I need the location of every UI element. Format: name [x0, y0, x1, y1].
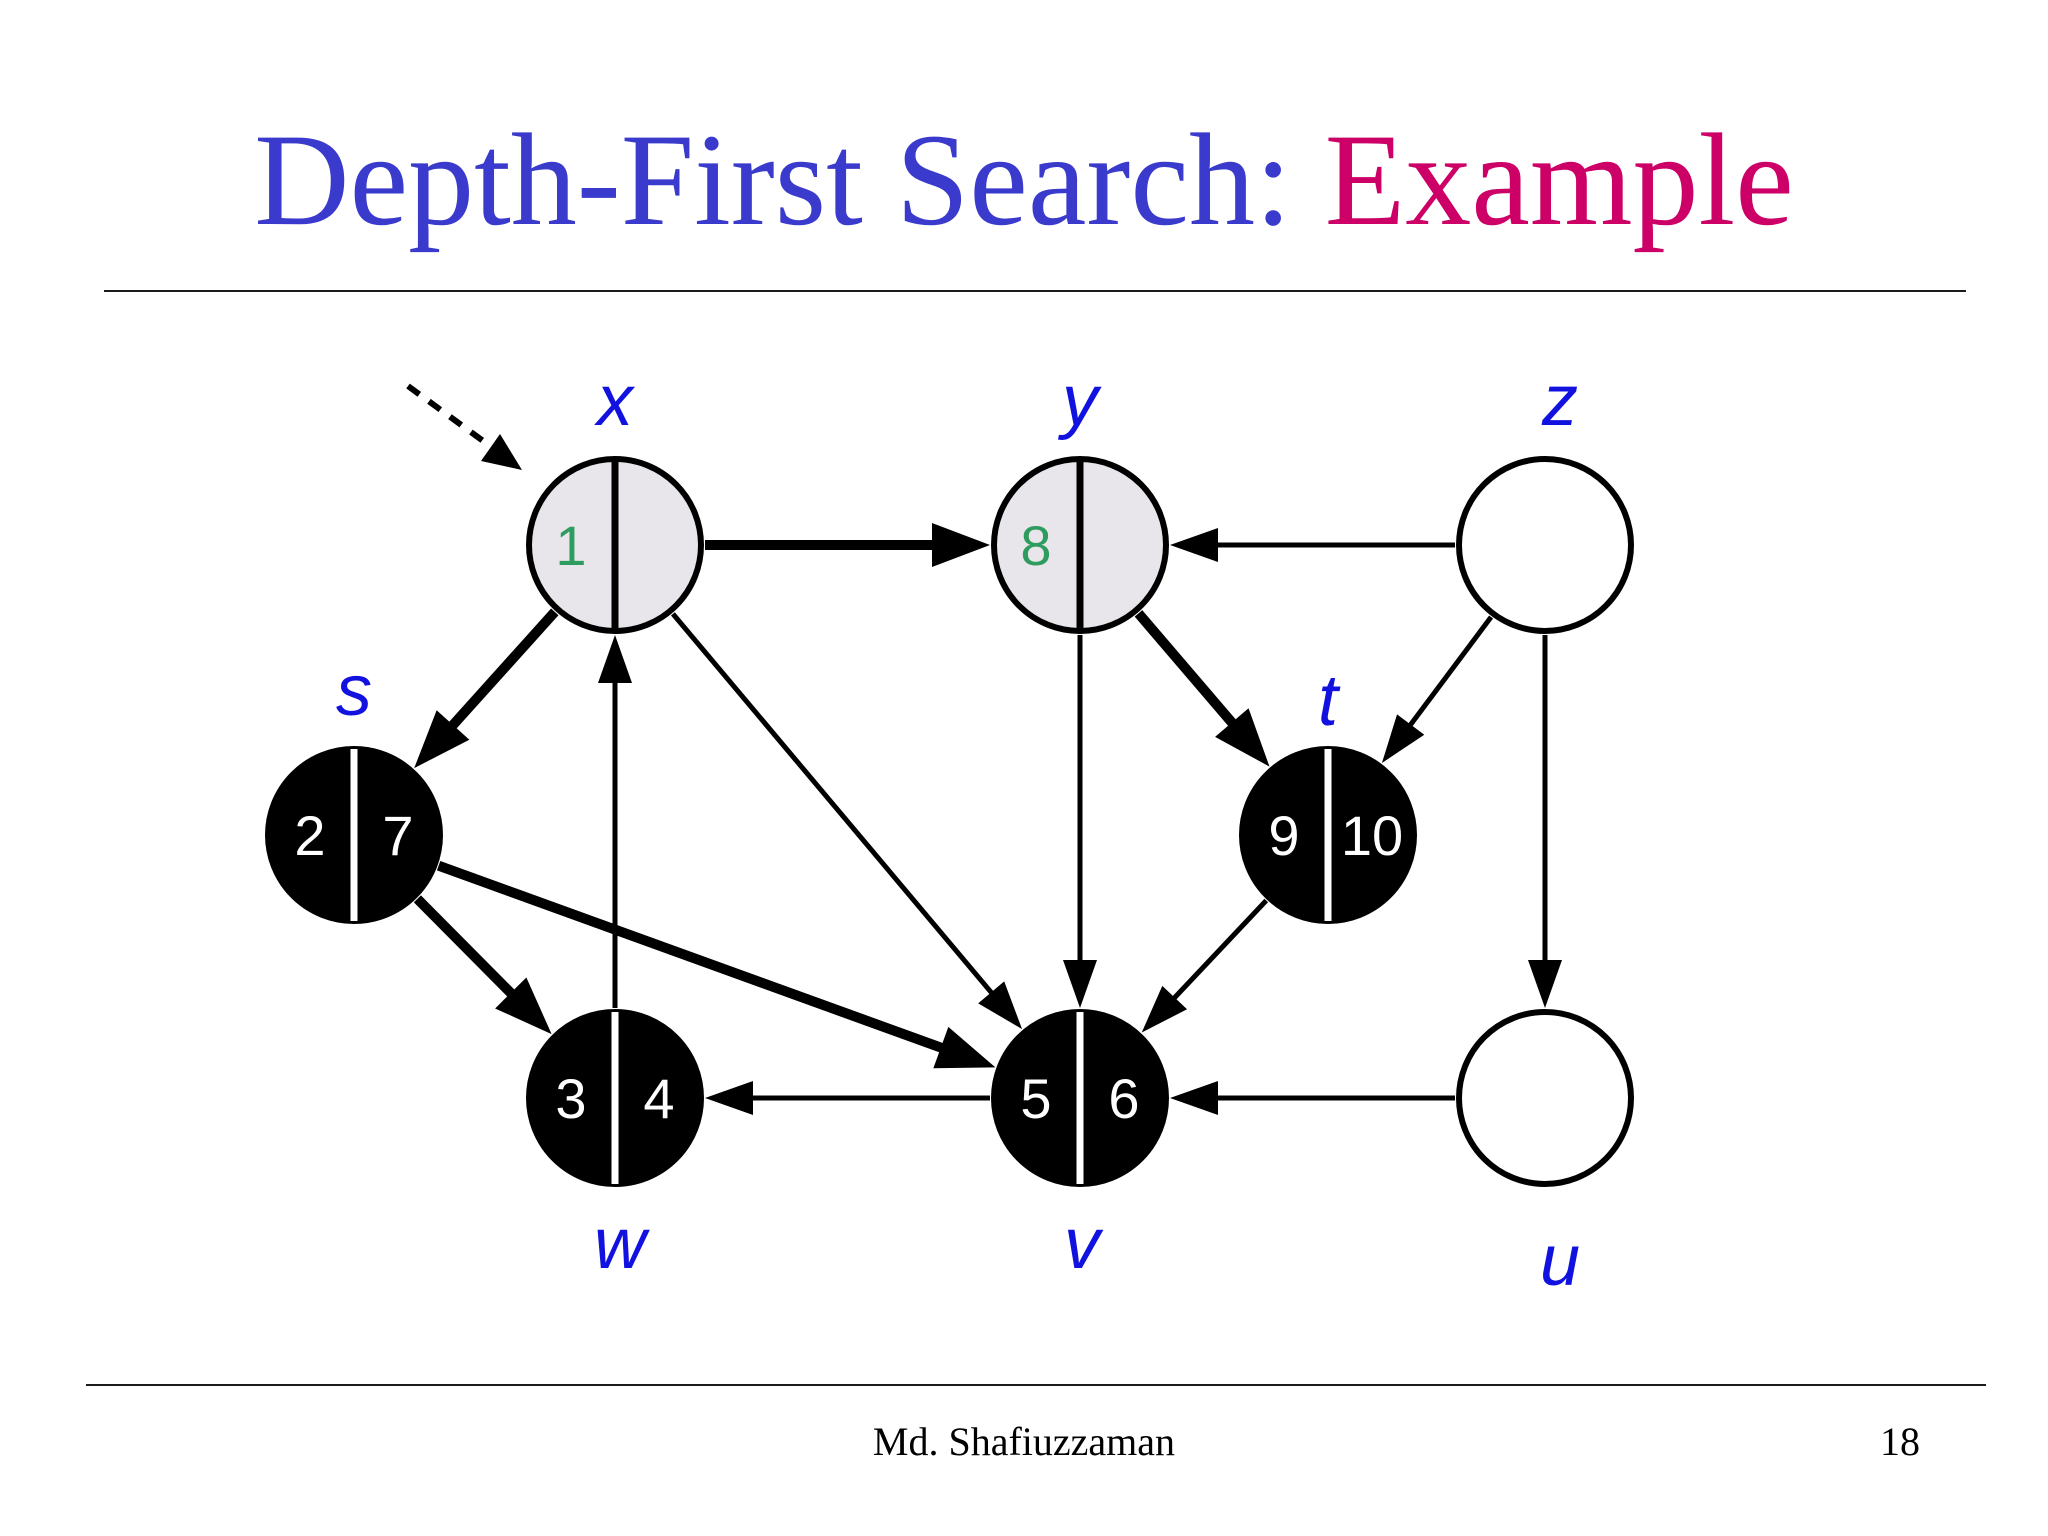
vertex-z: z — [1456, 361, 1634, 634]
vertex-x-discovery-time: 1 — [555, 514, 586, 577]
vertex-v-label: v — [1064, 1204, 1104, 1284]
vertex-u-circle — [1456, 1009, 1634, 1187]
edge-z-t — [1381, 615, 1494, 763]
slide-title: Depth-First Search: Example — [0, 105, 2048, 255]
title-divider — [104, 290, 1966, 292]
vertex-s-label: s — [336, 651, 372, 731]
vertex-x-label: x — [594, 361, 636, 441]
vertex-z-circle — [1456, 456, 1634, 634]
edge-t-v — [1141, 898, 1269, 1033]
edge-z-u — [1528, 635, 1562, 1008]
edge-y-t — [1134, 610, 1270, 767]
vertex-u-label: u — [1540, 1221, 1580, 1301]
edge-x-y — [705, 523, 990, 567]
start-arrow — [406, 383, 522, 470]
footer-divider — [86, 1384, 1986, 1386]
title-accent: Example — [1324, 106, 1794, 253]
edge-u-v — [1170, 1081, 1455, 1115]
edge-z-y — [1170, 528, 1455, 562]
vertex-y-label: y — [1057, 361, 1102, 441]
title-main: Depth-First Search: — [254, 106, 1325, 253]
vertex-x: 1x — [526, 361, 704, 634]
vertex-w-finish-time: 4 — [643, 1067, 674, 1130]
edge-y-v — [1063, 635, 1097, 1008]
vertex-w-discovery-time: 3 — [555, 1067, 586, 1130]
vertex-u: u — [1456, 1009, 1634, 1301]
vertex-s-finish-time: 7 — [382, 804, 413, 867]
edge-v-w — [705, 1081, 990, 1115]
vertex-w-label: w — [594, 1204, 650, 1284]
vertex-z-label: z — [1541, 361, 1578, 441]
edge-w-x — [598, 635, 632, 1008]
vertex-t-discovery-time: 9 — [1268, 804, 1299, 867]
vertex-t: 9 10t — [1239, 661, 1417, 924]
vertex-t-finish-time: 10 — [1341, 804, 1403, 867]
vertex-s-discovery-time: 2 — [294, 804, 325, 867]
footer-author: Md. Shafiuzzaman — [872, 1419, 1176, 1464]
vertex-v-discovery-time: 5 — [1020, 1067, 1051, 1130]
edge-s-v — [436, 860, 996, 1069]
vertex-v-finish-time: 6 — [1108, 1067, 1139, 1130]
vertex-t-label: t — [1318, 661, 1341, 741]
edge-x-s — [414, 608, 559, 769]
page-number: 18 — [1880, 1419, 1920, 1464]
edge-s-w — [413, 895, 552, 1035]
edge-x-v — [671, 612, 1023, 1030]
vertex-y-discovery-time: 8 — [1020, 514, 1051, 577]
vertex-y: 8y — [991, 361, 1169, 634]
